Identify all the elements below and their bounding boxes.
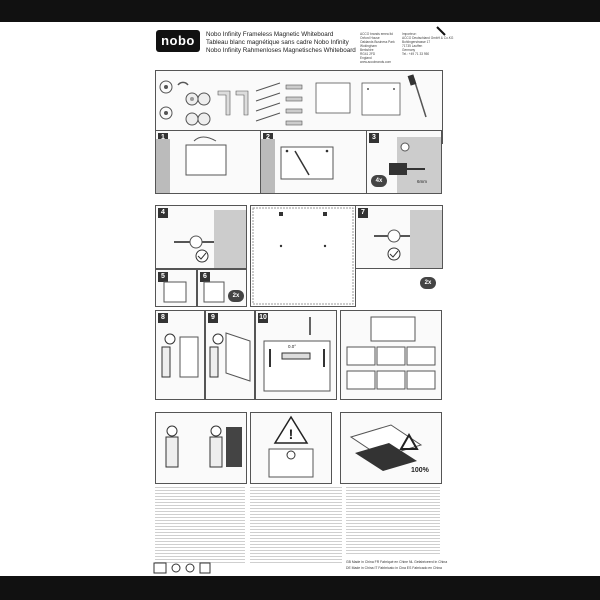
- text-column-3: [346, 485, 440, 555]
- step-6-panel: 6 2x: [197, 269, 247, 307]
- step-9-number: 9: [208, 313, 218, 323]
- svg-text:!: !: [289, 426, 294, 442]
- step-3-multiplier: 4x: [371, 175, 387, 187]
- step-7-number: 7: [358, 208, 368, 218]
- title-de: Nobo Infinity Rahmenloses Magnetisches W…: [206, 47, 356, 54]
- drill-size-label: 6mm: [417, 179, 427, 184]
- two-person-lift-panel: [155, 412, 247, 484]
- step-10-number: 10: [258, 313, 268, 323]
- step-9-panel: 9: [205, 310, 255, 400]
- step-3-panel: 3 4x 6mm: [366, 130, 442, 194]
- title-fr: Tableau blanc magnétique sans cadre Nobo…: [206, 39, 349, 46]
- recycling-panel: 100%: [340, 412, 442, 484]
- top-black-bar: [0, 0, 600, 22]
- step-1-panel: 1: [155, 130, 263, 194]
- text-column-2: [250, 485, 342, 565]
- step-6-multiplier: 2x: [228, 290, 244, 302]
- title-en: Nobo Infinity Frameless Magnetic Whitebo…: [206, 31, 334, 38]
- level-angle-label: 0.0°: [288, 344, 297, 349]
- instruction-sheet: nobo Nobo Infinity Frameless Magnetic Wh…: [150, 22, 453, 576]
- usage-panel: [340, 310, 442, 400]
- step-1-number: 1: [158, 133, 168, 143]
- drilling-template: [250, 205, 356, 307]
- parts-drawing: [159, 74, 427, 126]
- step-5-panel: 5: [155, 269, 197, 307]
- recycled-percent: 100%: [411, 467, 429, 474]
- step-4-panel: 4: [155, 205, 247, 269]
- step-7-panel: 7: [355, 205, 443, 269]
- step-8-panel: 8: [155, 310, 205, 400]
- nobo-logo: nobo: [156, 30, 200, 52]
- safety-warning-panel: !: [250, 412, 332, 484]
- step-5-number: 5: [158, 272, 168, 282]
- text-column-1: [155, 485, 245, 565]
- pen-icon: [436, 26, 446, 36]
- step-10-panel: 10 0.0°: [255, 310, 337, 400]
- step-4-number: 4: [158, 208, 168, 218]
- bottom-black-bar: [0, 576, 600, 600]
- step-2-panel: 2: [260, 130, 368, 194]
- step-8-number: 8: [158, 313, 168, 323]
- step-3-number: 3: [369, 133, 379, 143]
- step-2-number: 2: [263, 133, 273, 143]
- step-6-number: 6: [200, 272, 210, 282]
- footer-icons: [153, 562, 214, 574]
- step-7-multiplier: 2x: [420, 277, 436, 289]
